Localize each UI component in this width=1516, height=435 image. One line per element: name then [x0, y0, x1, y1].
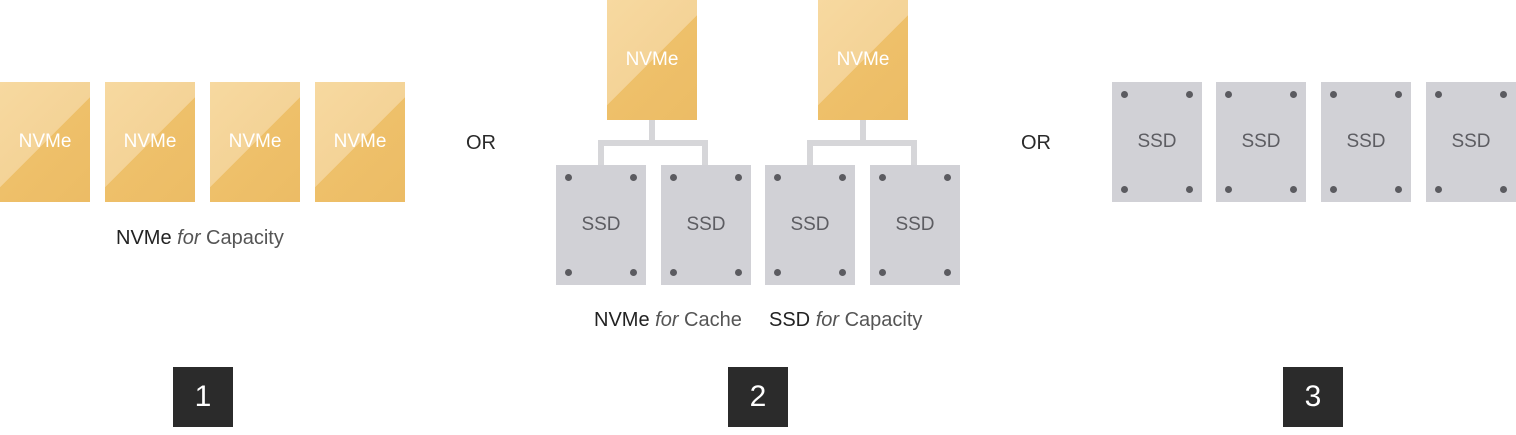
drive-label: SSD [1137, 131, 1177, 152]
nvme-drive: NVMe [315, 82, 405, 202]
nvme-drive: NVMe [0, 82, 90, 202]
screw-icon [565, 269, 572, 276]
drive-label: SSD [1451, 131, 1491, 152]
drive-label: NVMe [228, 131, 282, 152]
nvme-cache-drive: NVMe [818, 0, 908, 120]
drive-label: SSD [790, 214, 830, 235]
option-2-cache-caption: NVMe for Cache [594, 309, 742, 332]
or-separator: OR [466, 132, 496, 154]
connector-line [860, 120, 866, 142]
caption-for: for [177, 227, 201, 249]
caption-drive-type: SSD [769, 309, 811, 331]
connector-line [598, 140, 708, 146]
connector-line [911, 140, 917, 165]
drive-label: SSD [1346, 131, 1386, 152]
ssd-capacity-drive: SSD [556, 165, 646, 285]
screw-icon [1225, 91, 1232, 98]
nvme-cache-drive: NVMe [607, 0, 697, 120]
screw-icon [1395, 186, 1402, 193]
drive-label: NVMe [625, 49, 679, 70]
nvme-drive: NVMe [210, 82, 300, 202]
ssd-capacity-drive: SSD [870, 165, 960, 285]
screw-icon [630, 269, 637, 276]
screw-icon [735, 269, 742, 276]
drive-label: NVMe [836, 49, 890, 70]
screw-icon [944, 269, 951, 276]
drive-label: SSD [686, 214, 726, 235]
caption-drive-type: NVMe [594, 309, 650, 331]
screw-icon [1186, 91, 1193, 98]
screw-icon [1395, 91, 1402, 98]
connector-line [807, 140, 917, 146]
screw-icon [1290, 91, 1297, 98]
screw-icon [1121, 91, 1128, 98]
screw-icon [1435, 186, 1442, 193]
screw-icon [630, 174, 637, 181]
connector-line [598, 140, 604, 165]
drive-label: SSD [1241, 131, 1281, 152]
option-number-badge: 2 [728, 367, 788, 427]
screw-icon [1500, 186, 1507, 193]
screw-icon [670, 174, 677, 181]
option-2-capacity-caption: SSD for Capacity [769, 309, 922, 332]
drive-label: SSD [895, 214, 935, 235]
screw-icon [1435, 91, 1442, 98]
ssd-capacity-drive: SSD [661, 165, 751, 285]
screw-icon [1121, 186, 1128, 193]
connector-line [649, 120, 655, 142]
screw-icon [735, 174, 742, 181]
screw-icon [1330, 186, 1337, 193]
ssd-drive: SSD [1216, 82, 1306, 202]
screw-icon [839, 174, 846, 181]
screw-icon [839, 269, 846, 276]
screw-icon [1290, 186, 1297, 193]
nvme-drive: NVMe [105, 82, 195, 202]
screw-icon [1225, 186, 1232, 193]
ssd-drive: SSD [1321, 82, 1411, 202]
screw-icon [1186, 186, 1193, 193]
option-number-badge: 3 [1283, 367, 1343, 427]
screw-icon [1500, 91, 1507, 98]
drive-label: SSD [581, 214, 621, 235]
screw-icon [879, 269, 886, 276]
ssd-drive: SSD [1112, 82, 1202, 202]
drive-label: NVMe [333, 131, 387, 152]
screw-icon [774, 269, 781, 276]
drive-label: NVMe [123, 131, 177, 152]
caption-role: Capacity [844, 309, 923, 331]
caption-for: for [815, 309, 840, 331]
connector-line [807, 140, 813, 165]
screw-icon [565, 174, 572, 181]
connector-line [702, 140, 708, 165]
screw-icon [944, 174, 951, 181]
screw-icon [774, 174, 781, 181]
ssd-capacity-drive: SSD [765, 165, 855, 285]
caption-role: Cache [684, 309, 742, 331]
or-separator: OR [1021, 132, 1051, 154]
option-number-badge: 1 [173, 367, 233, 427]
caption-role: Capacity [206, 227, 284, 249]
caption-for: for [655, 309, 679, 331]
drive-label: NVMe [18, 131, 72, 152]
screw-icon [879, 174, 886, 181]
ssd-drive: SSD [1426, 82, 1516, 202]
screw-icon [1330, 91, 1337, 98]
option-1-caption: NVMe for Capacity [116, 227, 284, 250]
caption-drive-type: NVMe [116, 227, 172, 249]
screw-icon [670, 269, 677, 276]
